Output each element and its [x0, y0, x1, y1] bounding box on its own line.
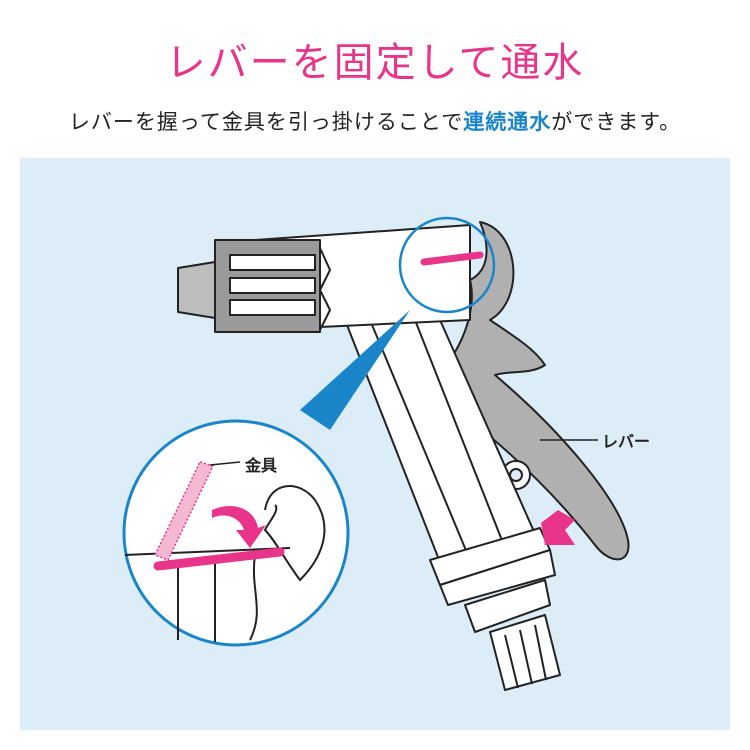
subtitle-text: レバーを握って金具を引っ掛けることで: [68, 110, 464, 134]
fitting: [153, 547, 285, 571]
zoom-source-circle: [398, 216, 496, 314]
fitting-small: [420, 251, 484, 266]
zoom-detail-circle: [122, 419, 350, 647]
press-arrow-icon: [541, 510, 575, 545]
lever-label: レバー: [602, 432, 651, 451]
subtitle: レバーを握って金具を引っ掛けることで連続通水ができます。: [0, 106, 750, 136]
page-title: レバーを固定して通水: [165, 40, 585, 86]
fitting-label: 金具: [245, 456, 278, 475]
zoom-pointer: [300, 310, 410, 430]
subtitle-highlight: 連続通水: [463, 110, 552, 134]
arrow-icon: [212, 506, 266, 548]
subtitle-text-end: ができます。: [551, 110, 682, 134]
